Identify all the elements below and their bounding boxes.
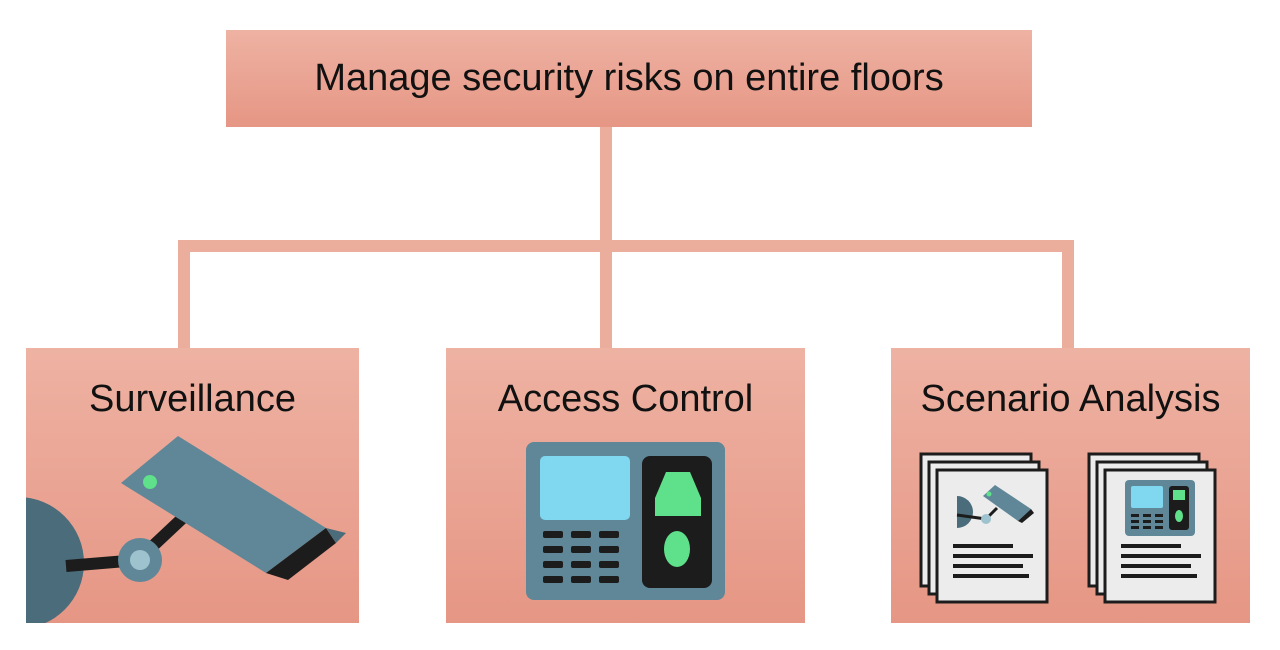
security-camera-icon xyxy=(26,436,346,623)
surveillance-card: Surveillance xyxy=(26,348,359,623)
access-control-label: Access Control xyxy=(497,378,754,420)
keypad-fingerprint-reader-icon xyxy=(526,442,725,600)
connector-horizontal xyxy=(178,240,1074,252)
scenario-analysis-card: Scenario Analysis xyxy=(891,348,1250,623)
connector-left-branch xyxy=(178,240,190,350)
scenario-analysis-label: Scenario Analysis xyxy=(920,378,1221,420)
access-control-card: Access Control xyxy=(446,348,805,623)
report-documents-icon xyxy=(919,452,1217,604)
surveillance-label: Surveillance xyxy=(89,378,296,420)
connector-center-branch xyxy=(600,246,612,350)
connector-trunk xyxy=(600,126,612,250)
root-node: Manage security risks on entire floors xyxy=(226,30,1032,127)
root-node-label: Manage security risks on entire floors xyxy=(314,57,944,99)
connector-right-branch xyxy=(1062,240,1074,350)
